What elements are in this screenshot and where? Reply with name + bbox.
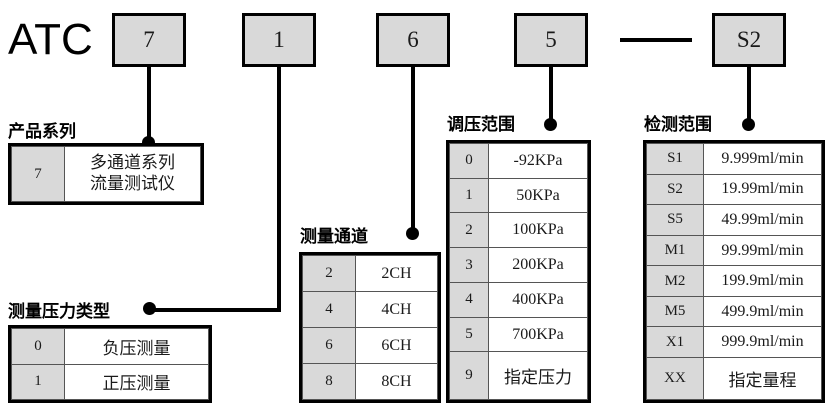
cell-code: 3 (449, 247, 489, 283)
cell-desc: 9.999ml/min (703, 143, 822, 175)
table-row: 1 50KPa (449, 177, 588, 214)
connector-line-series (147, 67, 151, 143)
cell-desc: 49.99ml/min (703, 204, 822, 236)
table-product-series: 7 多通道系列 流量测试仪 (8, 143, 204, 205)
brand-label: ATC (8, 15, 93, 64)
cell-code: X1 (646, 326, 704, 359)
cell-code: 4 (302, 291, 356, 328)
table-row: 3 200KPa (449, 247, 588, 283)
cell-code: 7 (11, 146, 65, 202)
cell-desc: 400KPa (488, 281, 588, 318)
table-row: 7 多通道系列 流量测试仪 (11, 146, 201, 202)
connector-dot-pressure-range (544, 118, 557, 131)
table-row: 8 8CH (302, 363, 438, 400)
cell-desc: -92KPa (488, 143, 588, 179)
table-row: M5 499.9ml/min (646, 295, 822, 328)
code-box-series[interactable]: 7 (112, 13, 186, 67)
cell-code: 0 (11, 328, 65, 365)
cell-code: 6 (302, 327, 356, 364)
table-row: S2 19.99ml/min (646, 173, 822, 206)
table-row: 2 100KPa (449, 212, 588, 249)
connector-dot-pressure-type (143, 302, 156, 315)
cell-code: S1 (646, 143, 704, 175)
cell-desc: 指定量程 (703, 357, 822, 400)
table-row: 1 正压测量 (11, 363, 209, 400)
cell-code: XX (646, 357, 704, 400)
table-row: X1 999.9ml/min (646, 326, 822, 359)
cell-desc: 199.9ml/min (703, 265, 822, 297)
cell-desc: 50KPa (488, 177, 588, 214)
cell-desc: 700KPa (488, 316, 588, 353)
cell-desc: 2CH (355, 255, 438, 292)
caption-detection-range: 检测范围 (644, 115, 712, 135)
table-row: XX 指定量程 (646, 357, 822, 400)
table-row: 9 指定压力 (449, 351, 588, 400)
table-pressure-range: 0 -92KPa 1 50KPa 2 100KPa 3 200KPa 4 400… (446, 140, 591, 403)
table-row: S1 9.999ml/min (646, 143, 822, 175)
connector-dot-detection-range (742, 118, 755, 131)
table-row: 0 负压测量 (11, 328, 209, 365)
table-detection-range: S1 9.999ml/min S2 19.99ml/min S5 49.99ml… (643, 140, 825, 403)
table-row: 2 2CH (302, 255, 438, 292)
cell-code: 1 (11, 363, 65, 400)
cell-code: S5 (646, 204, 704, 236)
cell-code: M2 (646, 265, 704, 297)
cell-desc: 6CH (355, 327, 438, 364)
cell-desc: 100KPa (488, 212, 588, 249)
cell-desc: 指定压力 (488, 351, 588, 400)
table-row: 5 700KPa (449, 316, 588, 353)
caption-pressure-range: 调压范围 (447, 115, 515, 135)
table-row: 4 400KPa (449, 281, 588, 318)
cell-code: M1 (646, 234, 704, 267)
cell-desc: 999.9ml/min (703, 326, 822, 359)
connector-line-pressure-type-vertical (277, 67, 281, 312)
cell-code: 1 (449, 177, 489, 214)
cell-desc: 99.99ml/min (703, 234, 822, 267)
cell-code: M5 (646, 295, 704, 328)
connector-line-pressure-type-horizontal (152, 308, 281, 312)
cell-desc-line2: 流量测试仪 (90, 174, 175, 194)
table-row: M2 199.9ml/min (646, 265, 822, 297)
cell-desc-line1: 多通道系列 (90, 152, 175, 173)
cell-desc: 19.99ml/min (703, 173, 822, 206)
code-box-pressure-type[interactable]: 1 (242, 13, 316, 67)
cell-desc: 负压测量 (64, 328, 209, 365)
cell-code: 8 (302, 363, 356, 400)
cell-desc: 多通道系列 流量测试仪 (64, 146, 201, 202)
cell-code: 0 (449, 143, 489, 179)
cell-code: 5 (449, 316, 489, 353)
caption-product-series: 产品系列 (8, 122, 76, 142)
caption-channels: 测量通道 (300, 227, 368, 247)
connector-dot-channels (406, 227, 419, 240)
table-row: 4 4CH (302, 291, 438, 328)
table-row: M1 99.99ml/min (646, 234, 822, 267)
connector-line-pressure-range (549, 67, 553, 125)
table-row: 0 -92KPa (449, 143, 588, 179)
cell-desc: 8CH (355, 363, 438, 400)
table-row: S5 49.99ml/min (646, 204, 822, 236)
cell-code: 9 (449, 351, 489, 400)
table-channels: 2 2CH 4 4CH 6 6CH 8 8CH (299, 252, 441, 403)
connector-line-detection-range (747, 67, 751, 125)
cell-desc: 499.9ml/min (703, 295, 822, 328)
code-box-detection-range[interactable]: S2 (712, 13, 786, 67)
table-row: 6 6CH (302, 327, 438, 364)
cell-desc: 200KPa (488, 247, 588, 283)
cell-desc: 4CH (355, 291, 438, 328)
cell-code: 2 (449, 212, 489, 249)
cell-desc: 正压测量 (64, 363, 209, 400)
caption-pressure-type: 测量压力类型 (8, 302, 110, 322)
code-box-channels[interactable]: 6 (376, 13, 450, 67)
cell-code: S2 (646, 173, 704, 206)
cell-code: 2 (302, 255, 356, 292)
connector-line-channels (411, 67, 415, 235)
table-pressure-type: 0 负压测量 1 正压测量 (8, 325, 212, 403)
cell-code: 4 (449, 281, 489, 318)
separator-dash (620, 38, 692, 42)
code-box-pressure-range[interactable]: 5 (514, 13, 588, 67)
